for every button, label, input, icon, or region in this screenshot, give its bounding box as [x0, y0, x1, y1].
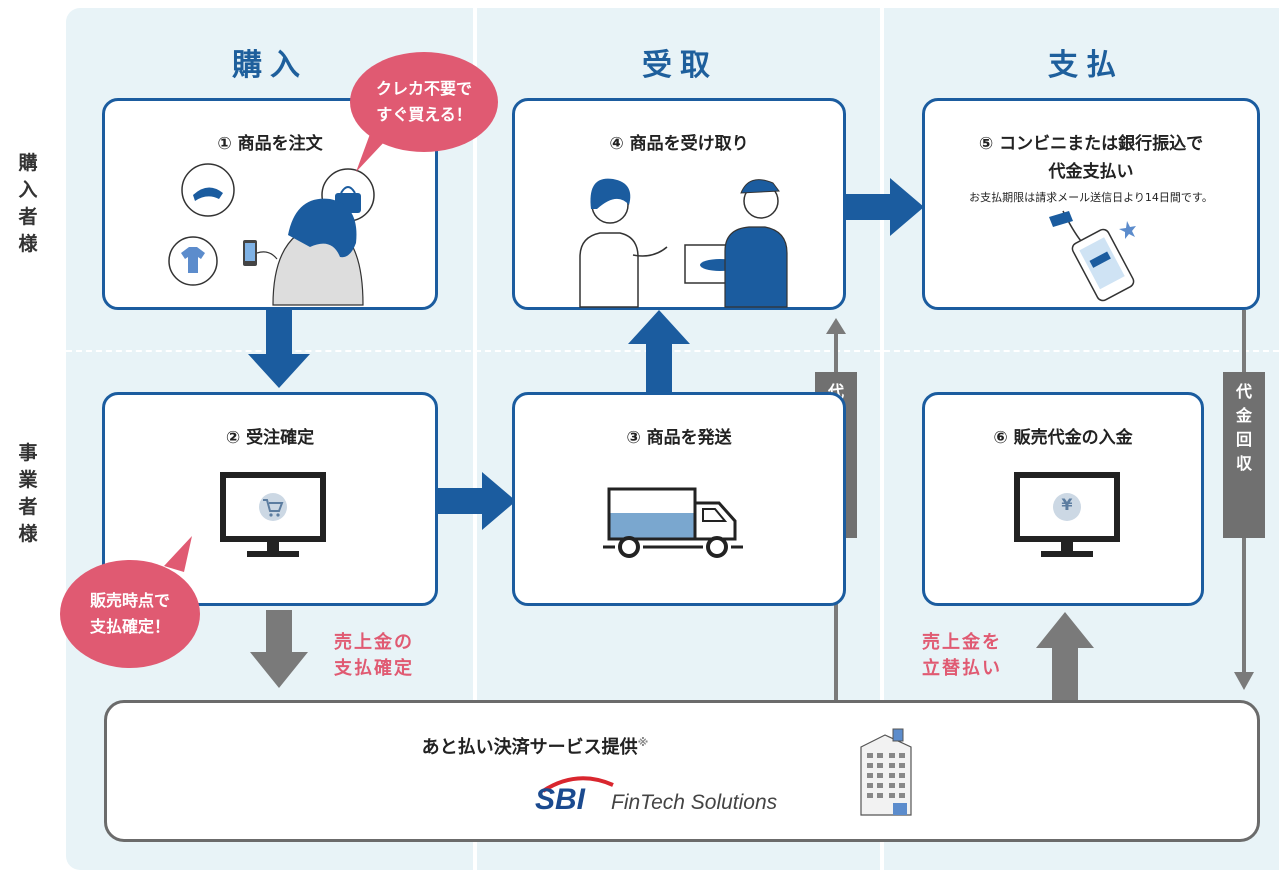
arrow-right-2-to-3 [438, 472, 516, 530]
yen-symbol: ¥ [1061, 495, 1073, 514]
smartphone-payment-illustration [1049, 210, 1136, 302]
step-3-title: ③ 商品を発送 [626, 428, 732, 448]
bubble-no-credit-card-tail [356, 134, 386, 172]
sales-confirm-label: 売上金の 支払確定 [334, 632, 414, 679]
bubble-no-credit-card: クレカ不要ですぐ買える！ [350, 52, 498, 152]
step-2-title: ② 受注確定 [225, 428, 315, 448]
arrow-up-3-to-4 [628, 310, 690, 396]
step-3-shipping: ③ 商品を発送 [512, 392, 846, 606]
arrow-right-4-to-5 [846, 178, 924, 236]
step-4-title: ④ 商品を受け取り [609, 134, 749, 154]
sbi-logo-name: FinTech Solutions [611, 791, 778, 814]
sbi-logo-swoosh [541, 776, 614, 793]
bubble-payment-confirmed: 販売時点で支払確定！ [60, 560, 200, 668]
sbi-logo: SBI FinTech Solutions [535, 773, 835, 817]
step-5-payment: ⑤ コンビニまたは銀行振込で 代金支払い お支払期限は請求メール送信日より14日… [922, 98, 1260, 310]
truck-icon [603, 487, 743, 558]
shopping-woman-illustration [168, 163, 375, 306]
column-title-purchase: 購入 [232, 48, 308, 83]
step-6-title: ⑥ 販売代金の入金 [993, 428, 1133, 448]
provider-box: あと払い決済サービス提供※ SBI FinTech Solutions [104, 700, 1260, 842]
delivery-illustration [579, 178, 788, 308]
step-1-title: ① 商品を注文 [217, 134, 323, 154]
provider-title: あと払い決済サービス提供※ [421, 736, 649, 758]
row-label-buyer: 購入者様 [18, 152, 38, 255]
monitor-yen-icon [1014, 472, 1120, 557]
step-5-note: お支払期限は請求メール送信日より14日間です。 [969, 191, 1213, 204]
advance-payment-label: 売上金を 立替払い [922, 632, 1002, 679]
monitor-cart-icon [220, 472, 326, 557]
collection-label: 代金回収 [1223, 372, 1265, 538]
sbi-logo-mark: SBI [535, 783, 586, 816]
bubble-payment-confirmed-tail [164, 536, 192, 572]
step-4-receive: ④ 商品を受け取り [512, 98, 846, 310]
step-6-deposit: ⑥ 販売代金の入金 ¥ [922, 392, 1204, 606]
arrow-down-1-to-2 [248, 310, 310, 388]
column-title-payment: 支払 [1048, 48, 1124, 83]
step-5-title-line2: 代金支払い [1048, 162, 1134, 182]
arrow-up-advance-payment [1036, 612, 1094, 702]
row-divider [66, 350, 1279, 352]
arrow-down-sales-confirm [250, 610, 308, 688]
note-mark: ※ [637, 736, 649, 749]
building-icon [860, 728, 912, 816]
step-2-order-confirm: ② 受注確定 [102, 392, 438, 606]
column-title-receive: 受取 [642, 48, 718, 83]
row-label-merchant: 事業者様 [18, 442, 38, 545]
step-5-title-line1: ⑤ コンビニまたは銀行振込で [978, 134, 1204, 154]
